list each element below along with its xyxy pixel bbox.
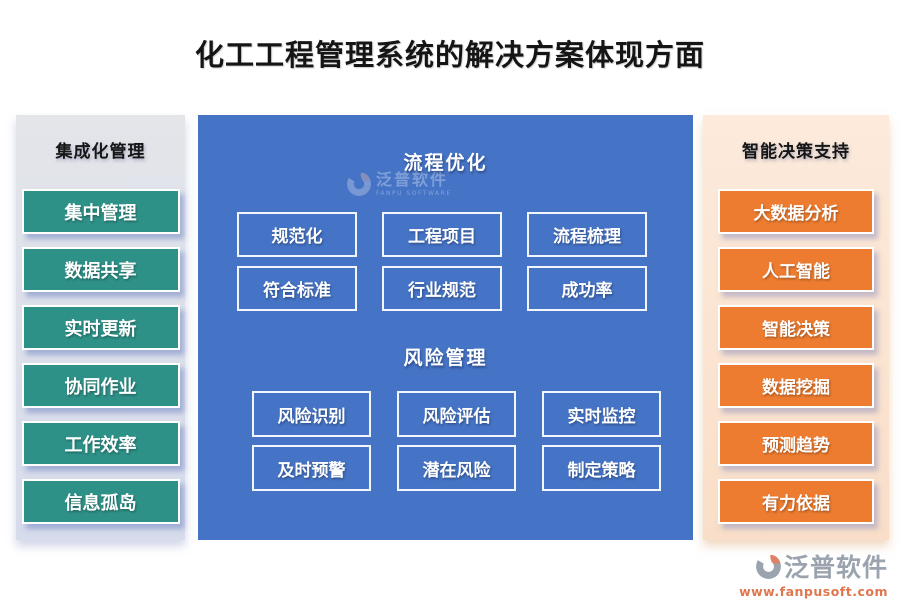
button-artificial-intelligence[interactable]: 人工智能 xyxy=(718,247,874,292)
section-header-risk-management: 风险管理 xyxy=(403,347,488,369)
panel-integrated-management: 集成化管理 集中管理 数据共享 实时更新 协同作业 工作效率 信息孤岛 xyxy=(16,115,185,540)
panel-intelligent-decision-support: 智能决策支持 大数据分析 人工智能 智能决策 数据挖掘 预测趋势 有力依据 xyxy=(703,115,889,540)
left-button-list: 集中管理 数据共享 实时更新 协同作业 工作效率 信息孤岛 xyxy=(16,189,185,537)
footer-website-link[interactable]: www.fanpusoft.com xyxy=(739,584,888,599)
process-button-grid: 规范化 工程项目 流程梳理 符合标准 行业规范 成功率 xyxy=(237,212,647,311)
button-industry-norms[interactable]: 行业规范 xyxy=(382,266,502,311)
button-realtime-update[interactable]: 实时更新 xyxy=(21,305,180,350)
button-risk-identification[interactable]: 风险识别 xyxy=(252,391,371,437)
button-data-sharing[interactable]: 数据共享 xyxy=(21,247,180,292)
button-trend-prediction[interactable]: 预测趋势 xyxy=(718,421,874,466)
right-button-list: 大数据分析 人工智能 智能决策 数据挖掘 预测趋势 有力依据 xyxy=(703,189,889,537)
button-process-combing[interactable]: 流程梳理 xyxy=(527,212,647,257)
section-header-process-optimization: 流程优化 xyxy=(403,152,488,174)
button-risk-assessment[interactable]: 风险评估 xyxy=(397,391,516,437)
button-make-strategy[interactable]: 制定策略 xyxy=(542,445,661,491)
panel-header-intelligent-decision: 智能决策支持 xyxy=(742,142,850,162)
watermark-subtext: FANPU SOFTWARE xyxy=(376,190,452,197)
button-timely-warning[interactable]: 及时预警 xyxy=(252,445,371,491)
panel-header-integrated-management: 集成化管理 xyxy=(55,142,146,162)
button-standardization[interactable]: 规范化 xyxy=(237,212,357,257)
button-collaboration[interactable]: 协同作业 xyxy=(21,363,180,408)
page-title: 化工工程管理系统的解决方案体现方面 xyxy=(194,38,705,72)
button-realtime-monitoring[interactable]: 实时监控 xyxy=(542,391,661,437)
button-data-mining[interactable]: 数据挖掘 xyxy=(718,363,874,408)
button-success-rate[interactable]: 成功率 xyxy=(527,266,647,311)
button-engineering-project[interactable]: 工程项目 xyxy=(382,212,502,257)
footer-brand: 泛普软件 www.fanpusoft.com xyxy=(739,548,888,599)
button-big-data-analysis[interactable]: 大数据分析 xyxy=(718,189,874,234)
button-intelligent-decision[interactable]: 智能决策 xyxy=(718,305,874,350)
button-meet-standards[interactable]: 符合标准 xyxy=(237,266,357,311)
button-strong-basis[interactable]: 有力依据 xyxy=(718,479,874,524)
button-centralized-management[interactable]: 集中管理 xyxy=(21,189,180,234)
footer-brand-name: 泛普软件 xyxy=(783,553,888,582)
button-information-silo[interactable]: 信息孤岛 xyxy=(21,479,180,524)
footer-brand-row: 泛普软件 xyxy=(755,548,888,584)
button-potential-risk[interactable]: 潜在风险 xyxy=(397,445,516,491)
fanpu-logo-icon xyxy=(756,553,781,579)
panel-process-and-risk: 泛普软件 FANPU SOFTWARE 流程优化 规范化 工程项目 流程梳理 符… xyxy=(198,115,693,540)
risk-button-grid: 风险识别 风险评估 实时监控 及时预警 潜在风险 制定策略 xyxy=(252,391,661,491)
button-work-efficiency[interactable]: 工作效率 xyxy=(21,421,180,466)
